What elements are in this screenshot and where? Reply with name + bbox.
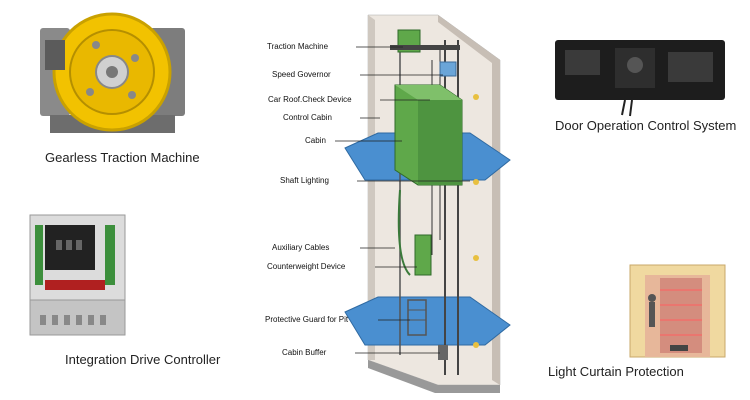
integration-drive-controller-image [29, 214, 126, 336]
caption-integration-drive-controller: Integration Drive Controller [65, 352, 221, 367]
gearless-traction-machine-image [40, 12, 185, 133]
label-counterweight-device: Counterweight Device [267, 262, 346, 271]
caption-light-curtain-protection: Light Curtain Protection [548, 364, 684, 379]
label-car-roof-check-device: Car Roof.Check Device [268, 95, 352, 104]
caption-gearless-traction-machine: Gearless Traction Machine [45, 150, 200, 165]
label-cabin-buffer: Cabin Buffer [282, 348, 327, 357]
label-protective-guard-for-pit: Protective Guard for Pit [265, 315, 349, 324]
label-control-cabin: Control Cabin [283, 113, 332, 122]
caption-door-operation-control-system: Door Operation Control System [555, 118, 737, 133]
label-leader-lines [335, 46, 470, 354]
elevator-shaft-illustration [344, 14, 511, 393]
label-cabin: Cabin [305, 136, 326, 145]
label-shaft-lighting: Shaft Lighting [280, 176, 329, 185]
label-auxiliary-cables: Auxiliary Cables [272, 243, 330, 252]
light-curtain-protection-image [629, 264, 726, 358]
door-operation-control-image [555, 40, 725, 117]
label-speed-governor: Speed Governor [272, 70, 331, 79]
label-traction-machine: Traction Machine [267, 42, 329, 51]
